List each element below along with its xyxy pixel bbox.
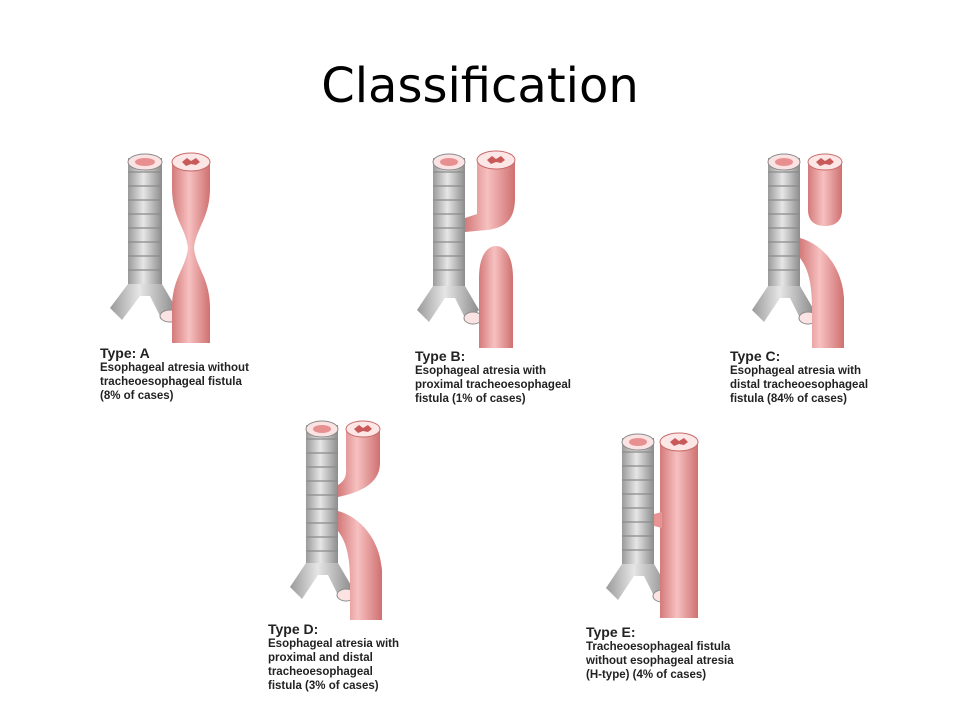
type-b-line-2: proximal tracheoesophageal	[415, 379, 571, 391]
type-a-label: Type: A	[100, 345, 150, 361]
type-b-caption: Type B: Esophageal atresia with proximal…	[415, 348, 571, 406]
slide-title: Classification	[321, 58, 639, 114]
type-e-diagram: Type E: Tracheoesophageal fistula withou…	[586, 428, 806, 693]
type-c-caption: Type C: Esophageal atresia with distal t…	[730, 348, 868, 406]
type-d-line-4: fistula (3% of cases)	[268, 680, 379, 692]
esophagus-lower-fistula	[800, 238, 844, 348]
trachea	[110, 153, 181, 323]
esophagus-lower-fistula	[338, 511, 382, 620]
trachea	[417, 153, 483, 325]
esophagus-lower-pouch	[479, 246, 513, 348]
type-a-diagram: Type: A Esophageal atresia without trach…	[100, 148, 300, 408]
type-c-line-3: fistula (84% of cases)	[730, 393, 847, 405]
type-c-line-2: distal tracheoesophageal	[730, 379, 869, 391]
type-c-label: Type C:	[730, 348, 781, 364]
type-a-line-3: (8% of cases)	[100, 390, 174, 402]
type-a-line-1: Esophageal atresia without	[100, 362, 249, 374]
type-a-line-2: tracheoesophageal fistula	[100, 376, 242, 388]
type-b-line-3: fistula (1% of cases)	[415, 393, 526, 405]
trachea	[752, 153, 818, 325]
type-d-line-1: Esophageal atresia with	[268, 638, 400, 650]
esophagus-upper-pouch	[465, 150, 516, 232]
type-d-line-2: proximal and distal	[268, 652, 373, 664]
type-d-diagram: Type D: Esophageal atresia with proximal…	[268, 415, 468, 695]
type-a-caption: Type: A Esophageal atresia without trach…	[100, 345, 249, 403]
type-e-line-3: (H-type) (4% of cases)	[586, 669, 707, 681]
esophagus-continuous	[654, 432, 699, 618]
esophagus	[171, 152, 211, 343]
trachea	[606, 433, 672, 603]
type-e-label: Type E:	[586, 624, 636, 640]
type-c-diagram: Type C: Esophageal atresia with distal t…	[730, 148, 930, 408]
esophagus-upper-pouch-fistula	[338, 420, 381, 497]
type-e-line-2: without esophageal atresia	[586, 655, 734, 667]
type-e-caption: Type E: Tracheoesophageal fistula withou…	[586, 624, 734, 682]
type-b-label: Type B:	[415, 348, 466, 364]
type-d-line-3: tracheoesophageal	[268, 666, 373, 678]
trachea	[290, 420, 356, 602]
type-b-diagram: Type B: Esophageal atresia with proximal…	[415, 148, 615, 408]
type-b-line-1: Esophageal atresia with	[415, 365, 547, 377]
type-d-caption: Type D: Esophageal atresia with proximal…	[268, 621, 399, 693]
type-c-line-1: Esophageal atresia with	[730, 365, 862, 377]
type-e-line-1: Tracheoesophageal fistula	[586, 641, 731, 653]
esophagus-upper-pouch	[807, 153, 843, 226]
type-d-label: Type D:	[268, 621, 319, 637]
